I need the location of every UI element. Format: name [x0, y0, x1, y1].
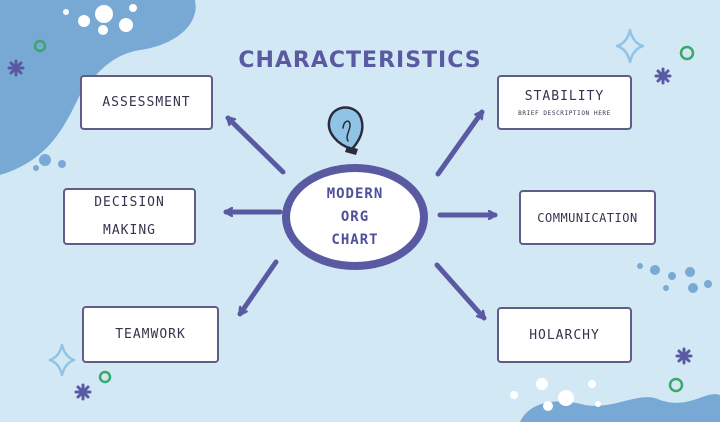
bubble — [95, 5, 113, 23]
box-holarchy: HOLARCHY — [497, 307, 632, 363]
box-holarchy-label: HOLARCHY — [529, 327, 600, 343]
bubble — [588, 380, 596, 388]
sparkle-icon — [615, 28, 645, 64]
lightbulb-icon — [327, 106, 364, 155]
box-communication-label: COMMUNICATION — [537, 210, 638, 225]
dot — [637, 263, 643, 269]
bubble — [78, 15, 90, 27]
box-communication: COMMUNICATION — [519, 190, 656, 245]
dot — [688, 283, 698, 293]
bubble — [119, 18, 133, 32]
bubble — [536, 378, 548, 390]
ring-icon — [668, 377, 684, 393]
box-decision-line2: MAKING — [103, 222, 156, 238]
dot — [663, 285, 669, 291]
arrow-to-teamwork — [237, 259, 279, 317]
arrow-to-holarchy — [434, 262, 487, 321]
ring-icon — [98, 370, 112, 384]
center-line-2: ORG — [340, 208, 370, 225]
bubble — [98, 25, 108, 35]
ring-icon — [679, 45, 695, 61]
dot — [704, 280, 712, 288]
ring-icon — [33, 39, 47, 53]
box-teamwork-label: TEAMWORK — [115, 327, 186, 342]
box-decision-making: DECISION MAKING — [63, 188, 196, 245]
center-node: MODERN ORG CHART — [282, 164, 428, 270]
star-icon — [74, 383, 92, 401]
arrow-to-assessment — [225, 115, 286, 175]
bubble — [129, 4, 137, 12]
arrow-to-stability — [435, 109, 485, 177]
box-stability: STABILITY BRIEF DESCRIPTION HERE — [497, 75, 632, 130]
star-icon — [675, 347, 693, 365]
center-line-1: MODERN — [326, 185, 384, 202]
dot — [58, 160, 66, 168]
diagram-title: CHARACTERISTICS — [238, 48, 482, 73]
dot — [33, 165, 39, 171]
box-teamwork: TEAMWORK — [82, 306, 219, 363]
box-assessment: ASSESSMENT — [80, 75, 213, 130]
dot — [685, 267, 695, 277]
dot — [39, 154, 51, 166]
bubble — [63, 9, 69, 15]
box-decision-line1: DECISION — [94, 194, 165, 210]
dot — [650, 265, 660, 275]
bubble — [595, 401, 601, 407]
blob-bottom-right — [520, 394, 720, 422]
box-stability-label: STABILITY — [524, 88, 605, 104]
blob-top-left — [0, 0, 196, 175]
bubble — [510, 391, 518, 399]
dot — [668, 272, 676, 280]
box-stability-description: BRIEF DESCRIPTION HERE — [518, 109, 611, 117]
bubble — [558, 390, 574, 406]
center-line-3: CHART — [331, 231, 379, 248]
dot — [26, 146, 34, 154]
sparkle-icon — [48, 343, 76, 377]
bubble — [543, 401, 553, 411]
star-icon — [654, 67, 672, 85]
box-assessment-label: ASSESSMENT — [102, 95, 191, 110]
star-icon — [7, 59, 25, 77]
